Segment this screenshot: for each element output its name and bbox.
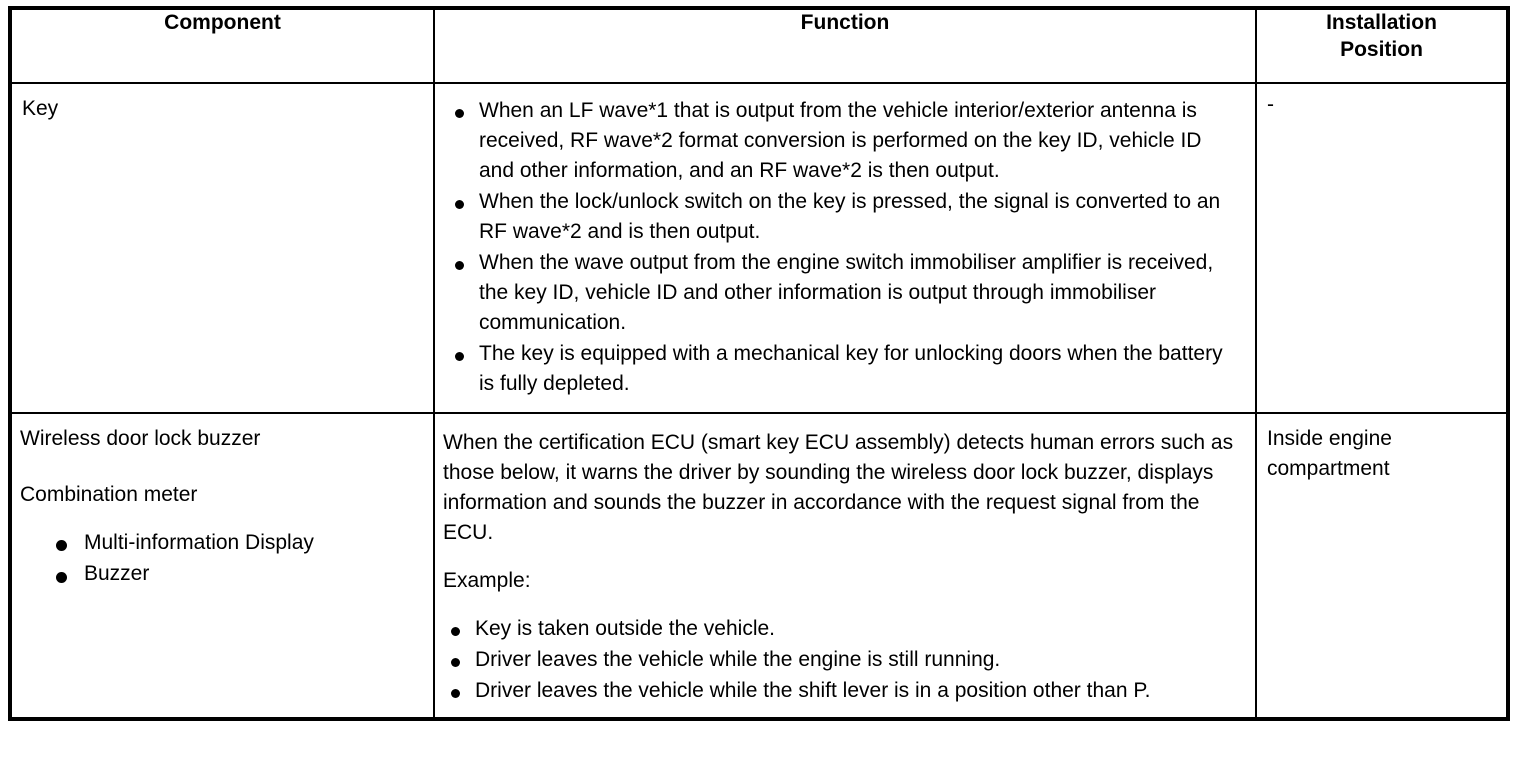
list-item-text: Driver leaves the vehicle while the shif… xyxy=(475,679,1151,703)
component-name-key: Key xyxy=(22,97,59,120)
cell-installation-position-buzzer-meter: Inside engine compartment xyxy=(1255,412,1509,721)
list-item-text: Key is taken outside the vehicle. xyxy=(475,617,776,641)
cell-installation-position-key: - xyxy=(1255,81,1509,415)
bullet-icon xyxy=(455,260,464,270)
component-content-buzzer-meter: Wireless door lock buzzer Combination me… xyxy=(12,414,433,603)
cell-function-buzzer-meter: When the certification ECU (smart key EC… xyxy=(433,412,1257,721)
bullet-icon xyxy=(455,199,464,209)
table-header: Component Function Installation Position xyxy=(9,7,1509,84)
function-content-key: When an LF wave*1 that is output from th… xyxy=(435,84,1255,412)
function-bullet-list: When an LF wave*1 that is output from th… xyxy=(447,96,1241,399)
list-item: The key is equipped with a mechanical ke… xyxy=(447,339,1241,399)
table-row: Key When an LF wave*1 that is output fro… xyxy=(9,81,1509,415)
list-item: When the lock/unlock switch on the key i… xyxy=(447,187,1241,247)
spacer xyxy=(20,454,421,480)
function-example-label: Example: xyxy=(443,569,531,593)
bullet-icon xyxy=(455,108,464,118)
table-row: Wireless door lock buzzer Combination me… xyxy=(9,412,1509,721)
list-item-text: Buzzer xyxy=(84,562,150,586)
list-item: Multi-information Display xyxy=(50,528,421,558)
spacer xyxy=(20,510,421,528)
spacer xyxy=(443,548,1241,566)
table-header-row: Component Function Installation Position xyxy=(9,7,1509,84)
cell-component-buzzer-meter: Wireless door lock buzzer Combination me… xyxy=(9,412,435,721)
list-item-text: Driver leaves the vehicle while the engi… xyxy=(475,648,1001,672)
bullet-icon xyxy=(451,626,460,636)
component-function-table: Component Function Installation Position… xyxy=(8,6,1510,722)
bullet-icon xyxy=(451,657,460,667)
list-item-text: When an LF wave*1 that is output from th… xyxy=(479,99,1202,183)
cell-component-key: Key xyxy=(9,81,435,415)
installation-position-value: Inside engine compartment xyxy=(1267,427,1392,480)
list-item-text: Multi-information Display xyxy=(84,530,314,554)
list-item-text: When the lock/unlock switch on the key i… xyxy=(479,190,1221,244)
list-item: When the wave output from the engine swi… xyxy=(447,248,1241,338)
spacer xyxy=(443,596,1241,614)
bullet-icon xyxy=(56,571,67,583)
component-bullet-list: Multi-information Display Buzzer xyxy=(50,528,421,590)
column-header-installation-position-line1: Installation xyxy=(1326,11,1437,34)
column-header-installation-position-line2: Position xyxy=(1340,37,1423,61)
component-name-combination-meter: Combination meter xyxy=(20,482,198,506)
column-header-component: Component xyxy=(9,7,435,84)
bullet-icon xyxy=(455,351,464,361)
bullet-icon xyxy=(56,540,67,552)
list-item: Buzzer xyxy=(50,559,421,589)
component-name-wireless-door-lock-buzzer: Wireless door lock buzzer xyxy=(20,427,261,451)
table-body: Key When an LF wave*1 that is output fro… xyxy=(9,81,1509,721)
bullet-icon xyxy=(451,688,460,698)
function-content-buzzer-meter: When the certification ECU (smart key EC… xyxy=(435,414,1255,717)
cell-function-key: When an LF wave*1 that is output from th… xyxy=(433,81,1257,415)
column-header-installation-position: Installation Position xyxy=(1255,7,1509,84)
list-item: Driver leaves the vehicle while the engi… xyxy=(443,645,1241,675)
list-item: Driver leaves the vehicle while the shif… xyxy=(443,676,1241,706)
list-item-text: The key is equipped with a mechanical ke… xyxy=(479,342,1223,396)
function-paragraph: When the certification ECU (smart key EC… xyxy=(443,431,1234,545)
list-item: When an LF wave*1 that is output from th… xyxy=(447,96,1241,186)
function-example-bullet-list: Key is taken outside the vehicle. Driver… xyxy=(443,614,1241,706)
list-item: Key is taken outside the vehicle. xyxy=(443,614,1241,644)
list-item-text: When the wave output from the engine swi… xyxy=(479,251,1214,335)
column-header-function: Function xyxy=(433,7,1257,84)
installation-position-value: - xyxy=(1267,93,1274,116)
